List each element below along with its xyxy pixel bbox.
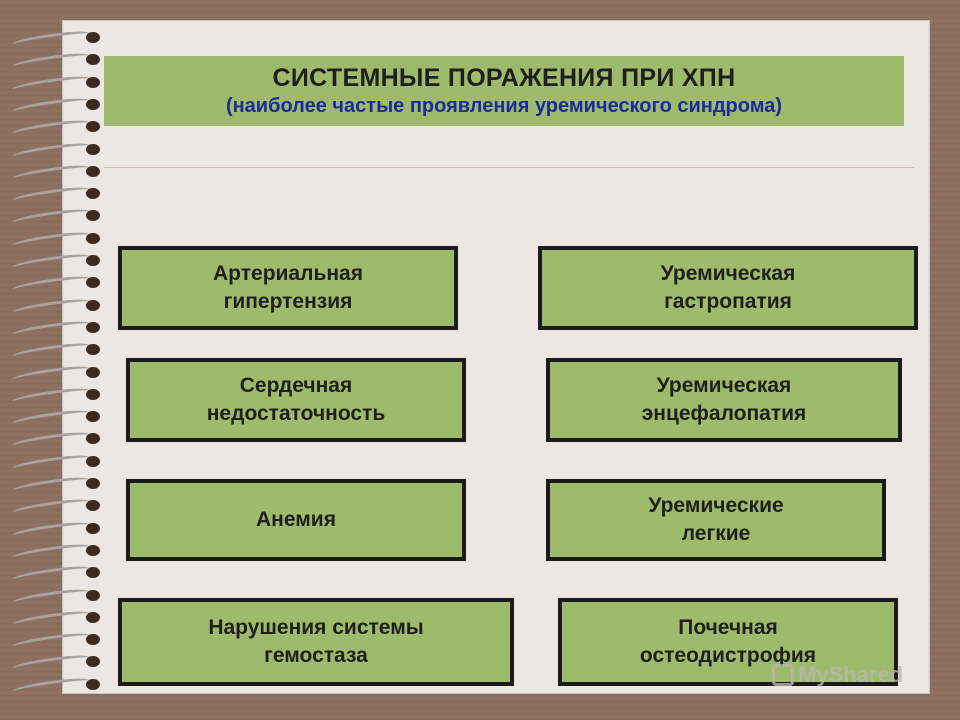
box-arterial-hypertension: Артериальная гипертензия: [118, 246, 458, 330]
spiral-ring: [11, 608, 104, 630]
spiral-ring: [11, 385, 104, 407]
spiral-ring: [11, 630, 104, 652]
spiral-ring: [11, 541, 104, 563]
box-uremic-lungs: Уремические легкие: [546, 479, 886, 561]
slide-subtitle: (наиболее частые проявления уремического…: [225, 95, 783, 117]
spiral-ring: [11, 340, 104, 362]
spiral-ring: [11, 474, 104, 496]
spiral-ring: [11, 273, 104, 295]
spiral-binding: [0, 20, 110, 700]
spiral-ring: [11, 28, 104, 50]
spiral-ring: [11, 496, 104, 518]
spiral-ring: [11, 363, 104, 384]
spiral-ring: [11, 207, 104, 228]
spiral-ring: [11, 296, 104, 317]
spiral-ring: [11, 675, 104, 697]
watermark: MyShared: [772, 660, 922, 690]
spiral-ring: [11, 519, 104, 540]
spiral-ring: [11, 653, 104, 674]
box-renal-osteodystrophy: Почечная остеодистрофия: [558, 598, 898, 686]
spiral-ring: [11, 95, 104, 117]
spiral-ring: [11, 73, 104, 94]
box-anemia: Анемия: [126, 479, 466, 561]
spiral-ring: [11, 318, 104, 340]
spiral-ring: [11, 229, 104, 251]
spiral-ring: [11, 140, 104, 161]
watermark-text: MyShared: [798, 662, 904, 687]
spiral-ring: [11, 430, 104, 451]
spiral-ring: [11, 563, 104, 585]
box-uremic-encephalopathy: Уремическая энцефалопатия: [546, 358, 902, 442]
spiral-ring: [11, 184, 104, 206]
slide-title: СИСТЕМНЫЕ ПОРАЖЕНИЯ ПРИ ХПН: [272, 64, 736, 92]
box-heart-failure: Сердечная недостаточность: [126, 358, 466, 442]
spiral-ring: [11, 162, 104, 184]
spiral-ring: [11, 452, 104, 474]
watermark-logo-icon: [772, 664, 794, 686]
spiral-ring: [11, 251, 104, 273]
spiral-ring: [11, 50, 104, 72]
spiral-ring: [11, 586, 104, 607]
box-uremic-gastropathy: Уремическая гастропатия: [538, 246, 918, 330]
spiral-ring: [11, 407, 104, 429]
box-hemostasis-disorders: Нарушения системы гемостаза: [118, 598, 514, 686]
divider-line: [104, 167, 914, 168]
title-banner: СИСТЕМНЫЕ ПОРАЖЕНИЯ ПРИ ХПН (наиболее ча…: [104, 56, 904, 126]
spiral-ring: [11, 117, 104, 139]
notebook-page: [62, 20, 930, 694]
